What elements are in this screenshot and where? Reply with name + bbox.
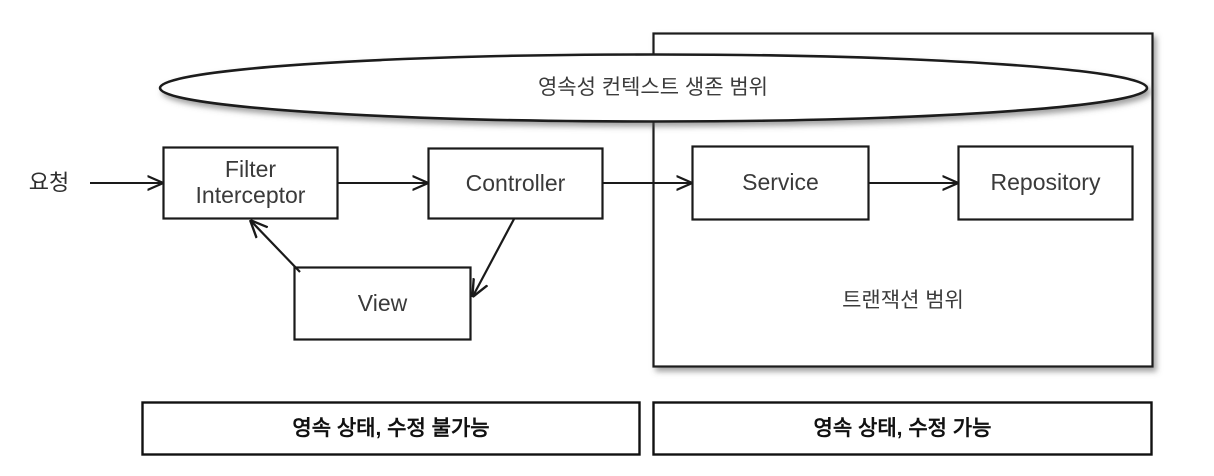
repository-box [957, 145, 1134, 221]
arrow-view-to-filter [251, 221, 301, 273]
view-box [293, 266, 472, 341]
legend-box-left [141, 401, 641, 456]
persistence-context-ellipse [158, 53, 1149, 123]
controller-box [427, 147, 604, 220]
service-box [691, 145, 870, 221]
legend-box-right [652, 401, 1153, 456]
filter-interceptor-box [162, 146, 339, 220]
arrow-controller-to-view [473, 218, 515, 296]
